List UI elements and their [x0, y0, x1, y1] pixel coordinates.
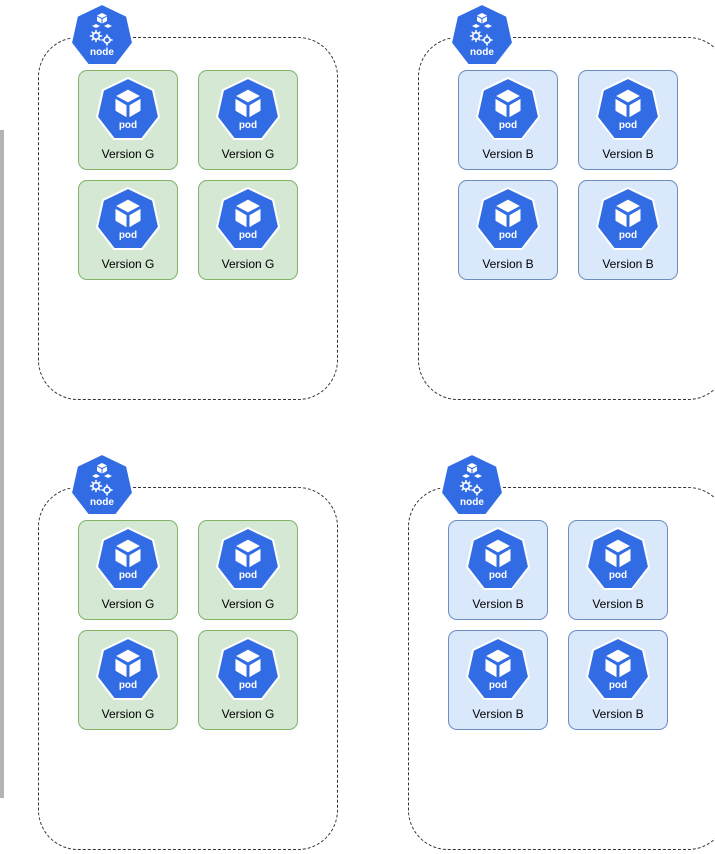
- kubernetes-pod-icon: pod: [465, 637, 531, 703]
- kubernetes-node-icon: node: [69, 3, 135, 69]
- pod-card: pod Version G: [78, 520, 178, 620]
- pod-icon-label: pod: [118, 570, 138, 581]
- kubernetes-pod-icon: pod: [465, 527, 531, 593]
- version-label: Version G: [221, 597, 275, 611]
- version-label: Version B: [482, 257, 534, 271]
- node-container-2: [418, 37, 715, 400]
- pod-card: pod Version B: [458, 70, 558, 170]
- version-label: Version B: [602, 147, 654, 161]
- version-label: Version G: [101, 597, 155, 611]
- kubernetes-pod-icon: pod: [95, 187, 161, 253]
- pod-card: pod Version G: [78, 70, 178, 170]
- node-container-1: [38, 37, 338, 400]
- pod-card: pod Version G: [198, 630, 298, 730]
- pod-icon-label: pod: [238, 120, 258, 131]
- node-label: node: [90, 497, 114, 508]
- version-label: Version B: [602, 257, 654, 271]
- kubernetes-pod-icon: pod: [595, 187, 661, 253]
- version-label: Version G: [221, 707, 275, 721]
- pod-card: pod Version B: [448, 520, 548, 620]
- pod-icon-label: pod: [608, 680, 628, 691]
- pod-card: pod Version B: [578, 180, 678, 280]
- pod-icon-label: pod: [238, 570, 258, 581]
- kubernetes-node-icon: node: [439, 453, 505, 519]
- node-label: node: [460, 497, 484, 508]
- pod-icon-label: pod: [498, 120, 518, 131]
- kubernetes-pod-icon: pod: [215, 187, 281, 253]
- scrollbar-track[interactable]: [0, 130, 4, 798]
- version-label: Version B: [472, 707, 524, 721]
- kubernetes-pod-icon: pod: [95, 637, 161, 703]
- node-label: node: [470, 47, 494, 58]
- pod-icon-label: pod: [118, 230, 138, 241]
- version-label: Version G: [101, 707, 155, 721]
- kubernetes-node-icon: node: [449, 3, 515, 69]
- version-label: Version B: [592, 707, 644, 721]
- version-label: Version G: [221, 257, 275, 271]
- version-label: Version G: [221, 147, 275, 161]
- version-label: Version B: [472, 597, 524, 611]
- kubernetes-pod-icon: pod: [595, 77, 661, 143]
- kubernetes-pod-icon: pod: [585, 637, 651, 703]
- pod-card: pod Version G: [78, 180, 178, 280]
- pod-icon-label: pod: [118, 120, 138, 131]
- pod-card: pod Version G: [198, 70, 298, 170]
- version-label: Version B: [592, 597, 644, 611]
- pod-card: pod Version B: [568, 520, 668, 620]
- node-container-3: [38, 487, 338, 850]
- pod-icon-label: pod: [238, 680, 258, 691]
- kubernetes-pod-icon: pod: [95, 527, 161, 593]
- version-label: Version G: [101, 257, 155, 271]
- node-label: node: [90, 47, 114, 58]
- pod-icon-label: pod: [618, 120, 638, 131]
- pod-card: pod Version G: [198, 520, 298, 620]
- kubernetes-pod-icon: pod: [215, 527, 281, 593]
- pod-card: pod Version B: [458, 180, 558, 280]
- kubernetes-pod-icon: pod: [475, 77, 541, 143]
- kubernetes-pod-icon: pod: [215, 637, 281, 703]
- pod-card: pod Version G: [78, 630, 178, 730]
- kubernetes-pod-icon: pod: [585, 527, 651, 593]
- pod-icon-label: pod: [118, 680, 138, 691]
- pod-icon-label: pod: [488, 680, 508, 691]
- pod-card: pod Version B: [568, 630, 668, 730]
- kubernetes-pod-icon: pod: [95, 77, 161, 143]
- kubernetes-pod-icon: pod: [215, 77, 281, 143]
- kubernetes-node-icon: node: [69, 453, 135, 519]
- node-container-4: [408, 487, 715, 850]
- pod-icon-label: pod: [488, 570, 508, 581]
- version-label: Version B: [482, 147, 534, 161]
- pod-card: pod Version B: [448, 630, 548, 730]
- pod-icon-label: pod: [618, 230, 638, 241]
- pod-icon-label: pod: [608, 570, 628, 581]
- version-label: Version G: [101, 147, 155, 161]
- pod-icon-label: pod: [498, 230, 518, 241]
- pod-card: pod Version B: [578, 70, 678, 170]
- pod-card: pod Version G: [198, 180, 298, 280]
- kubernetes-pod-icon: pod: [475, 187, 541, 253]
- pod-icon-label: pod: [238, 230, 258, 241]
